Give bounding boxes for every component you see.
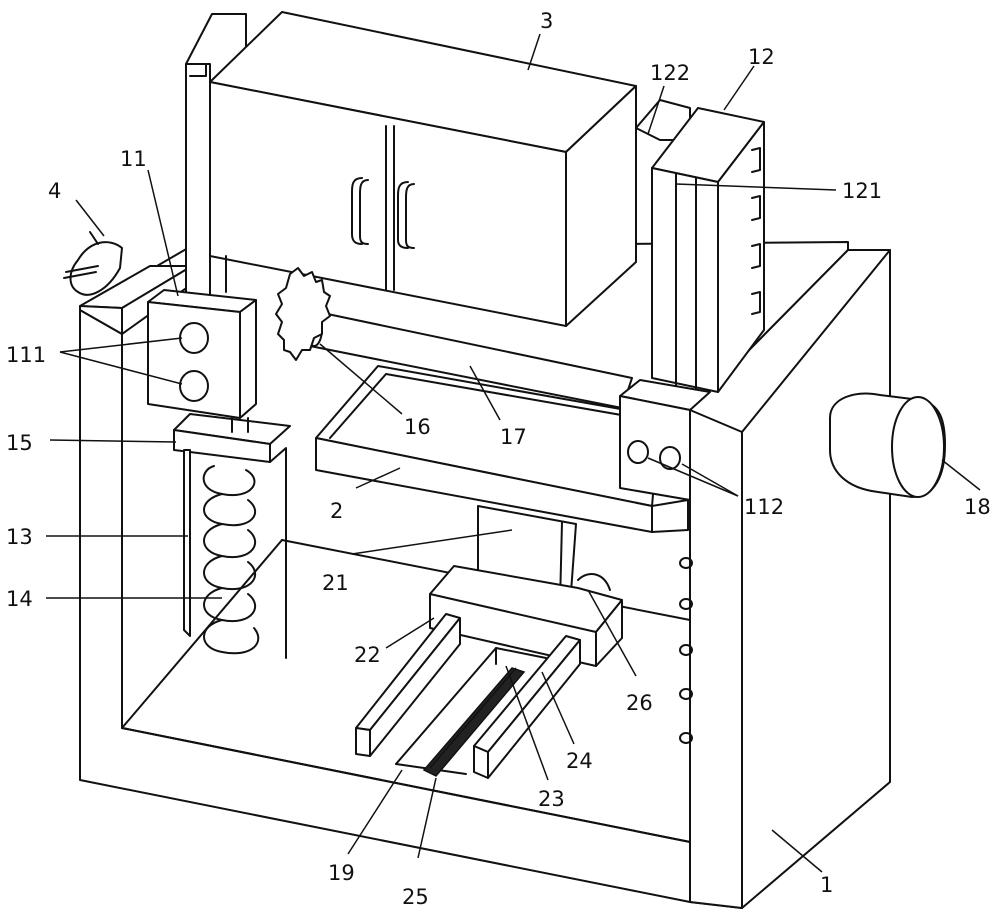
right-post-12 (635, 99, 765, 393)
wall-holes (679, 557, 693, 744)
knob-4 (63, 231, 123, 296)
gear-16 (275, 267, 331, 361)
rod-13 (183, 447, 287, 659)
label-111: 111 (6, 343, 46, 367)
label-18: 18 (964, 495, 991, 519)
left-carriage-11 (147, 255, 257, 419)
label-2: 2 (330, 499, 343, 523)
label-112: 112 (744, 495, 784, 519)
label-21: 21 (322, 571, 349, 595)
label-122: 122 (650, 61, 690, 85)
label-23: 23 (538, 787, 565, 811)
label-1: 1 (820, 873, 833, 897)
label-14: 14 (6, 587, 33, 611)
leader-lines (46, 33, 981, 873)
callout-labels: 3 122 12 121 4 11 111 15 13 14 16 17 2 1… (6, 9, 991, 909)
tray-2 (315, 365, 689, 533)
motor-18 (829, 392, 946, 498)
label-16: 16 (404, 415, 431, 439)
label-3: 3 (540, 9, 553, 33)
rail-24 (473, 635, 581, 779)
label-13: 13 (6, 525, 33, 549)
label-24: 24 (566, 749, 593, 773)
pivot-26 (577, 573, 611, 591)
label-11: 11 (120, 147, 147, 171)
label-19: 19 (328, 861, 355, 885)
label-121: 121 (842, 179, 882, 203)
label-15: 15 (6, 431, 33, 455)
label-25: 25 (402, 885, 429, 909)
label-4: 4 (48, 179, 61, 203)
label-22: 22 (354, 643, 381, 667)
right-carriage (619, 379, 711, 501)
spring-14 (202, 465, 260, 655)
label-26: 26 (626, 691, 653, 715)
left-rail (355, 613, 461, 757)
screw-rod-23 (422, 667, 526, 777)
label-17: 17 (500, 425, 527, 449)
slider-block-22 (429, 565, 623, 667)
cabinet-box-3 (209, 11, 637, 327)
label-12: 12 (748, 45, 775, 69)
